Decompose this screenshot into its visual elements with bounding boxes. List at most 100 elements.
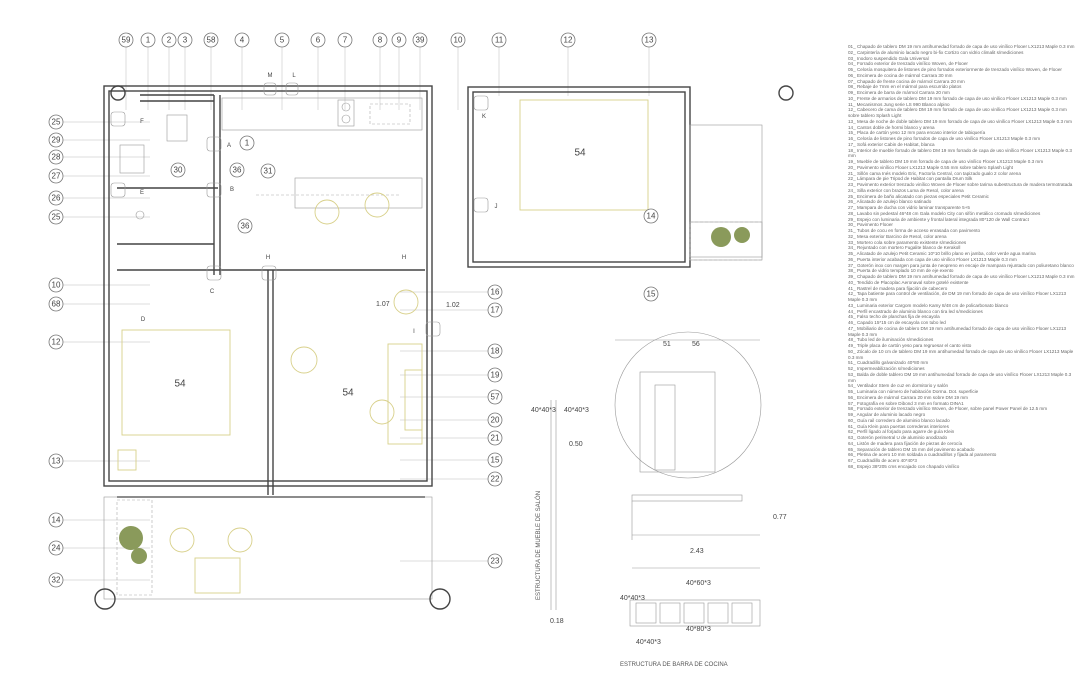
callout-number: 8 [378,36,383,45]
svg-text:0.50: 0.50 [569,441,583,448]
svg-text:1.02: 1.02 [446,302,460,309]
legend-item: 28_ Lavabo sin pedestal 46*48 cm Gala mo… [848,210,1041,216]
door-letter: E [140,190,144,196]
legend-item: 61_ Guía Klein para puertas correderas i… [848,423,949,429]
legend-item: 50_ Zócalo de 10 cm de tablero DM 19 mm … [848,348,1074,360]
legend-item: 48_ Tubo led de iluminación s/mediciones [848,337,934,343]
callout-number: 13 [52,457,61,466]
legend-item: 03_ Inodoro suspendido Gala Universal [848,55,929,61]
callout-number: 14 [52,516,61,525]
callout-number: 3 [183,36,188,45]
legend-item: 21_ Sillón cama Inés modelo Eric, Factor… [848,170,1021,176]
callout-number: 19 [491,371,500,380]
columns [94,82,794,610]
legend-item: 51_ Cuadradillo galvanizado 40*80 mm [848,360,929,366]
callout-bubble: 57 [487,389,503,405]
svg-text:0.77: 0.77 [773,514,787,521]
legend-item: 11_ Mecanismos Jung serie LS 990 Blanco … [848,101,950,107]
callout-number: 22 [491,475,500,484]
callout-number: 4 [240,36,245,45]
door-letter: M [268,73,273,79]
callout-number: 59 [122,36,131,45]
svg-text:ESTRUCTURA DE BARRA DE COCINA: ESTRUCTURA DE BARRA DE COCINA [620,662,728,668]
legend-item: 64_ Listón de madera para fijación de pi… [848,440,963,446]
callout-bubble: 22 [487,471,503,487]
svg-text:40*60*3: 40*60*3 [686,580,711,587]
callout-number: 21 [491,434,500,443]
legend-item: 02_ Carpintería de aluminio lacado negro… [848,49,1024,55]
svg-text:2.43: 2.43 [690,548,704,555]
callout-bubble: 12 [48,334,64,350]
callout-number: 27 [52,172,61,181]
callout-number: 24 [52,544,61,553]
callout-bubble: 36 [237,218,253,234]
legend-item: 62_ Perfil ligado al forjado para agarre… [848,429,955,435]
legend-item: 56_ Encimera de mármol Carrara 20 mm sob… [848,394,968,400]
svg-text:1.07: 1.07 [376,301,390,308]
walls [103,85,763,600]
door-letter: C [210,289,215,295]
svg-text:0.18: 0.18 [550,618,564,625]
legend-item: 13_ Mesa de noche de doble tablero DM 19… [848,118,1072,124]
callout-bubble: 8 [372,32,388,48]
callout-bubble: 11 [491,32,507,48]
callout-number: 36 [241,222,250,231]
legend-item: 59_ Angular de aluminio lacado negro [848,412,926,417]
legend-item: 41_ Rastrel de madera para fijación de c… [848,285,948,291]
callout-number: 68 [52,300,61,309]
callout-bubble: 13 [641,32,657,48]
legend-item: 39_ Chapado de tablero DM 19 mm antihume… [848,274,1075,279]
callout-bubble: 68 [48,296,64,312]
callout-number: 36 [233,166,242,175]
legend-item: 40_ Tendido de Placoplac Aeronaval sobre… [848,279,969,285]
legend-item: 63_ Goterón perimetral U de aluminio ano… [848,435,948,440]
callout-number: 5 [280,36,285,45]
legend-item: 55_ Luminaria con número de habitación D… [848,389,979,394]
legend-item: 15_ Placa de cartón yeso 12 mm para enca… [848,130,986,136]
furniture [116,97,763,596]
callout-bubble: 13 [48,453,64,469]
callout-number: 9 [397,36,402,45]
callout-bubble: 1 [239,135,255,151]
callout-number: 20 [491,416,500,425]
legend-item: 68_ Espejo 38*205 cms encajado con chapa… [848,463,960,469]
callout-number: 12 [52,338,61,347]
legend-item: 01_ Chapado de tablero DM 19 mm antihume… [848,44,1075,49]
callout-number: 17 [491,306,500,315]
callout-number: 2 [167,36,172,45]
callout-bubble: 30 [170,162,186,178]
legend-item: 06_ Encimera de cocina de mármol Carrara… [848,72,953,78]
callout-number: 10 [454,36,463,45]
callout-bubble: 31 [260,163,276,179]
legend-item: 58_ Forrado exterior de trenzado vinílic… [848,406,1048,412]
door-letter: B [230,187,234,193]
legend-item: 04_ Forrado exterior de trenzado vinílic… [848,61,968,67]
callout-number: 58 [207,36,216,45]
callout-bubble: 4 [234,32,250,48]
svg-text:40*40*3: 40*40*3 [564,407,589,414]
callout-bubble: 24 [48,540,64,556]
svg-text:40*40*3: 40*40*3 [636,639,661,646]
legend-item: 18_ Interior de mueble forrado de tabler… [848,147,1072,159]
callout-bubble: 18 [487,343,503,359]
callout-bubble: 12 [560,32,576,48]
legend-item: 42_ Tapa batiente para control de ventil… [848,291,1066,302]
callout-bubble: 17 [487,302,503,318]
callout-bubble: 39 [412,32,428,48]
callout-number: 31 [264,167,273,176]
callout-number: 25 [52,213,61,222]
legend-item: 20_ Pavimento vinílico Flooer LX1213 Map… [848,164,1013,170]
door-letter: J [495,204,498,210]
callout-number: 18 [491,347,500,356]
callout-number: 15 [491,456,500,465]
callout-bubble: 25 [48,114,64,130]
callout-number: 32 [52,576,61,585]
legend-item: 10_ Frente de armarios de tablero DM 19 … [848,95,1067,101]
callout-bubble: 58 [203,32,219,48]
callout-number: 23 [491,557,500,566]
callout-number: 25 [52,118,61,127]
plants [119,227,750,564]
legend-item: 60_ Guía rail corredero de aluminio blan… [848,417,950,423]
legend-item: 47_ Mobiliario de cocina de tablero DM 1… [848,325,1067,337]
door-letter: F [140,119,144,125]
